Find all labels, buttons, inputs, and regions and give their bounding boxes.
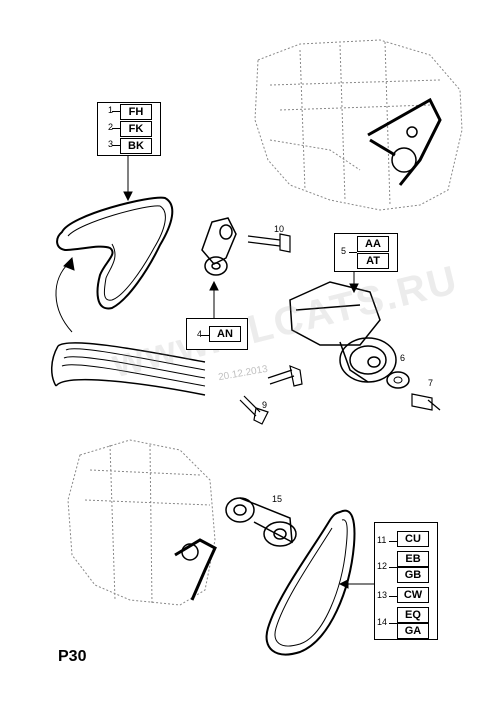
- belt-1-3: [56, 196, 174, 310]
- bolt-7: [411, 393, 441, 411]
- idler-bracket-4: [201, 217, 237, 276]
- code-gb: GB: [397, 567, 429, 583]
- part-number-13: 13: [377, 590, 388, 600]
- code-at: AT: [357, 253, 389, 269]
- callout-9: 9: [262, 400, 268, 410]
- engine-top-pulley: [391, 147, 417, 173]
- code-fh: FH: [120, 104, 152, 120]
- belt-11-14: [265, 509, 356, 656]
- engine-top-illustration: [254, 39, 463, 211]
- callout-10: 10: [274, 224, 285, 234]
- tensioner-assembly: [289, 281, 397, 383]
- code-cw: CW: [397, 587, 429, 603]
- part-number-11: 11: [377, 535, 387, 545]
- code-fk: FK: [120, 121, 152, 137]
- part-number-14: 14: [377, 617, 388, 627]
- code-box-part-4: 4 AN: [186, 318, 248, 350]
- code-box-belts-11-14: 11 CU 12 EB GB 13 CW 14 EQ GA: [374, 522, 438, 640]
- callout-6: 6: [400, 353, 406, 363]
- code-an: AN: [209, 326, 241, 342]
- engine-bottom-illustration: [67, 439, 216, 606]
- code-aa: AA: [357, 236, 389, 252]
- page-reference: P30: [58, 648, 87, 665]
- part-number-1: 1: [108, 105, 114, 115]
- code-bk: BK: [120, 138, 152, 154]
- code-box-part-5: 5 AA AT: [334, 233, 398, 272]
- code-eb: EB: [397, 551, 429, 567]
- bolt-10: [247, 233, 291, 253]
- code-box-belts-1-3: 1 FH 2 FK 3 BK: [97, 102, 161, 156]
- engine-bottom-belt: [174, 538, 217, 601]
- part-number-5: 5: [341, 246, 347, 256]
- idler-pulley-15: [225, 497, 297, 547]
- part-number-12: 12: [377, 561, 388, 571]
- code-cu: CU: [397, 531, 429, 547]
- part-number-2: 2: [108, 122, 114, 132]
- callout-7: 7: [428, 378, 434, 388]
- bolt-9: [239, 395, 269, 425]
- belt-section: [51, 342, 206, 396]
- washer-6: [386, 371, 410, 389]
- code-ga: GA: [397, 623, 429, 639]
- code-eq: EQ: [397, 607, 429, 623]
- callout-15: 15: [272, 494, 283, 504]
- part-number-3: 3: [108, 139, 114, 149]
- part-number-4: 4: [197, 329, 203, 339]
- bolt-8: [267, 365, 303, 387]
